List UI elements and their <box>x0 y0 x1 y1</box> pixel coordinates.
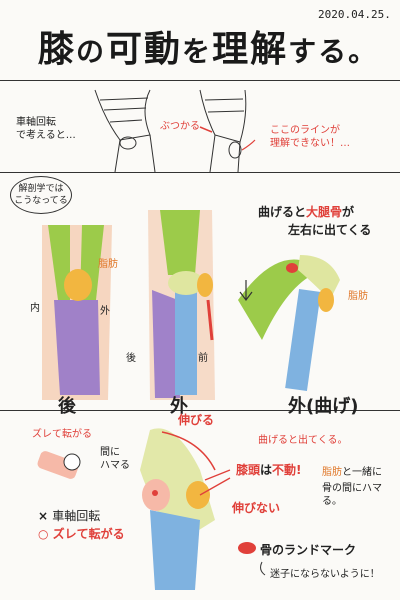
patella-3: 不動! <box>272 463 302 477</box>
gap-note: 間に ハマる <box>100 447 130 471</box>
front-label: 前 <box>198 353 208 364</box>
divider-bottom <box>0 410 400 411</box>
landmark-icon <box>238 542 256 554</box>
bump-label: ぶつかる <box>160 121 200 132</box>
bend-note-line1: 曲げると大腿骨が <box>258 204 354 220</box>
axle-icon <box>37 451 81 479</box>
stretch-label: 伸びる <box>178 413 215 427</box>
bend-out-note: 曲げると出てくる。 <box>258 435 348 446</box>
landmark-label: 骨のランドマーク <box>260 543 357 557</box>
patella-1: 膝頭 <box>236 463 261 477</box>
anatomy-bubble-text: 解剖学では こうなってる <box>14 184 68 206</box>
o-mark: ○ <box>38 527 49 541</box>
wireframe-leg-right <box>199 89 247 173</box>
title-part5: する。 <box>288 35 379 68</box>
axle-text: 車軸回転 <box>52 509 101 523</box>
patella-2: は <box>260 463 273 477</box>
caption-bent: 外(曲げ) <box>288 396 359 417</box>
line-question-note: ここのラインが 理解できない！… <box>270 125 350 149</box>
legend-slide: ○ ズレて転がる <box>38 526 125 542</box>
divider-top <box>0 80 400 81</box>
bend-note-4: 左右に出てくる <box>288 223 372 237</box>
knee-side-view <box>148 210 215 400</box>
no-stretch-label: 伸びない <box>232 501 281 515</box>
inner-label: 内 <box>30 303 40 314</box>
fat-2: と一緒に <box>342 467 382 478</box>
fat-3: 骨の間にハマる。 <box>322 483 382 507</box>
divider-middle <box>0 172 400 173</box>
date: 2020.04.25. <box>318 8 391 21</box>
landmark-note: 迷子にならないように！ <box>270 569 380 580</box>
knee-bent-view <box>238 255 340 392</box>
outer-label: 外 <box>100 306 110 317</box>
bend-note-1: 曲げると <box>258 205 307 219</box>
bend-note-3: が <box>342 205 355 219</box>
caption-side: 外 <box>170 396 188 417</box>
title-part2: 可動 <box>106 29 183 70</box>
title-kanji: 膝 <box>38 29 77 70</box>
x-mark: × <box>38 509 49 523</box>
fat-1: 脂肪 <box>322 467 342 478</box>
patella-note: 膝頭は不動! <box>236 462 302 478</box>
slide-roll-text: ズレて転がる <box>52 527 125 541</box>
knee-closeup <box>140 428 231 590</box>
axle-note: 車軸回転 で考えると… <box>16 117 76 141</box>
fat-note: 脂肪と一緒に <box>322 466 382 479</box>
anatomy-bubble: 解剖学では こうなってる <box>10 176 72 214</box>
bend-note-2: 大腿骨 <box>306 205 343 219</box>
slide-label: ズレて転がる <box>32 429 92 440</box>
wireframe-leg-left <box>94 89 156 173</box>
caption-back: 後 <box>58 396 76 417</box>
fat-pad-label-right: 脂肪 <box>348 291 368 302</box>
fat-pad-label: 脂肪 <box>98 259 118 270</box>
title-part3: を <box>182 35 213 68</box>
bump-mark <box>199 126 213 133</box>
legend-axle: × 車軸回転 <box>38 508 100 524</box>
title-part4: 理解 <box>212 29 289 70</box>
back-label: 後 <box>126 353 136 364</box>
title-part1: の <box>76 35 107 68</box>
page-title: 膝の可動を理解する。 <box>38 20 378 72</box>
knee-back-view <box>42 225 112 400</box>
